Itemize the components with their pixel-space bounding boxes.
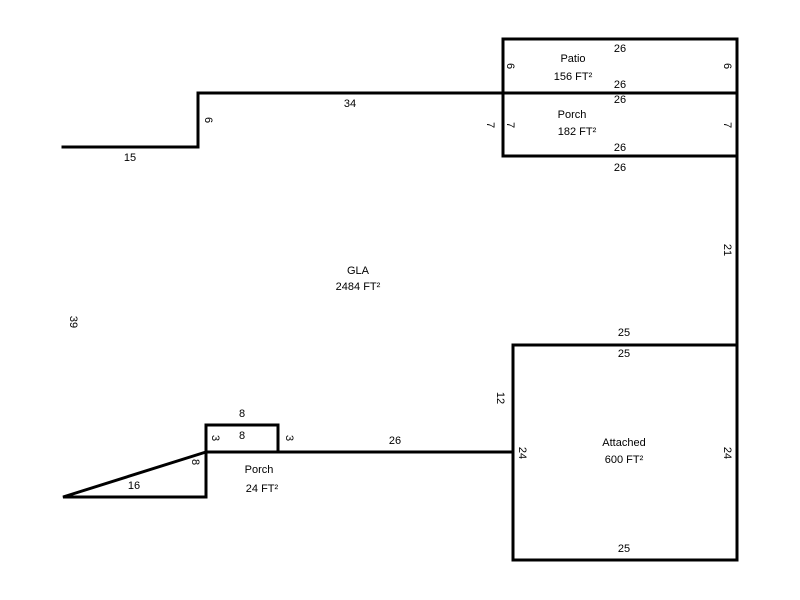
dim-label: 26 — [389, 435, 401, 447]
dim-label: 21 — [721, 244, 733, 256]
dim-label: 6 — [721, 63, 733, 69]
patio-area: 156 FT² — [554, 71, 593, 83]
dim-label: 6 — [202, 117, 214, 123]
attached-name: Attached — [602, 437, 645, 449]
dim-label: 15 — [124, 152, 136, 164]
attached-outline — [511, 343, 739, 562]
porch-small-outline — [204, 423, 280, 454]
porch-small-area: 24 FT² — [246, 483, 279, 495]
dim-label: 8 — [189, 459, 201, 465]
dim-label: 3 — [209, 435, 221, 441]
dim-label: 24 — [516, 447, 528, 459]
dim-label: 26 — [614, 94, 626, 106]
dim-label: 7 — [721, 122, 733, 128]
dim-label: 8 — [239, 408, 245, 420]
dim-label: 7 — [504, 122, 516, 128]
dim-label: 8 — [239, 430, 245, 442]
gla-area: 2484 FT² — [336, 281, 381, 293]
dim-label: 26 — [614, 162, 626, 174]
patio-name: Patio — [560, 53, 585, 65]
dim-label: 7 — [484, 122, 496, 128]
dim-label: 26 — [614, 43, 626, 55]
dim-label: 24 — [721, 447, 733, 459]
dim-label: 26 — [614, 142, 626, 154]
dim-label: 12 — [494, 392, 506, 404]
porch-top-outline — [501, 91, 739, 158]
dim-label: 6 — [504, 63, 516, 69]
dim-label: 25 — [618, 348, 630, 360]
porch-top-name: Porch — [558, 109, 587, 121]
dim-label: 25 — [618, 327, 630, 339]
attached-area: 600 FT² — [605, 454, 644, 466]
porch-top-area: 182 FT² — [558, 126, 597, 138]
dim-label: 34 — [344, 98, 356, 110]
dim-label: 25 — [618, 543, 630, 555]
gla-name: GLA — [347, 265, 370, 277]
gla-outline — [61, 91, 739, 499]
dim-label: 3 — [283, 435, 295, 441]
dim-label: 16 — [128, 480, 140, 492]
dim-label: 39 — [67, 316, 79, 328]
porch-small-name: Porch — [245, 464, 274, 476]
dim-label: 26 — [614, 79, 626, 91]
